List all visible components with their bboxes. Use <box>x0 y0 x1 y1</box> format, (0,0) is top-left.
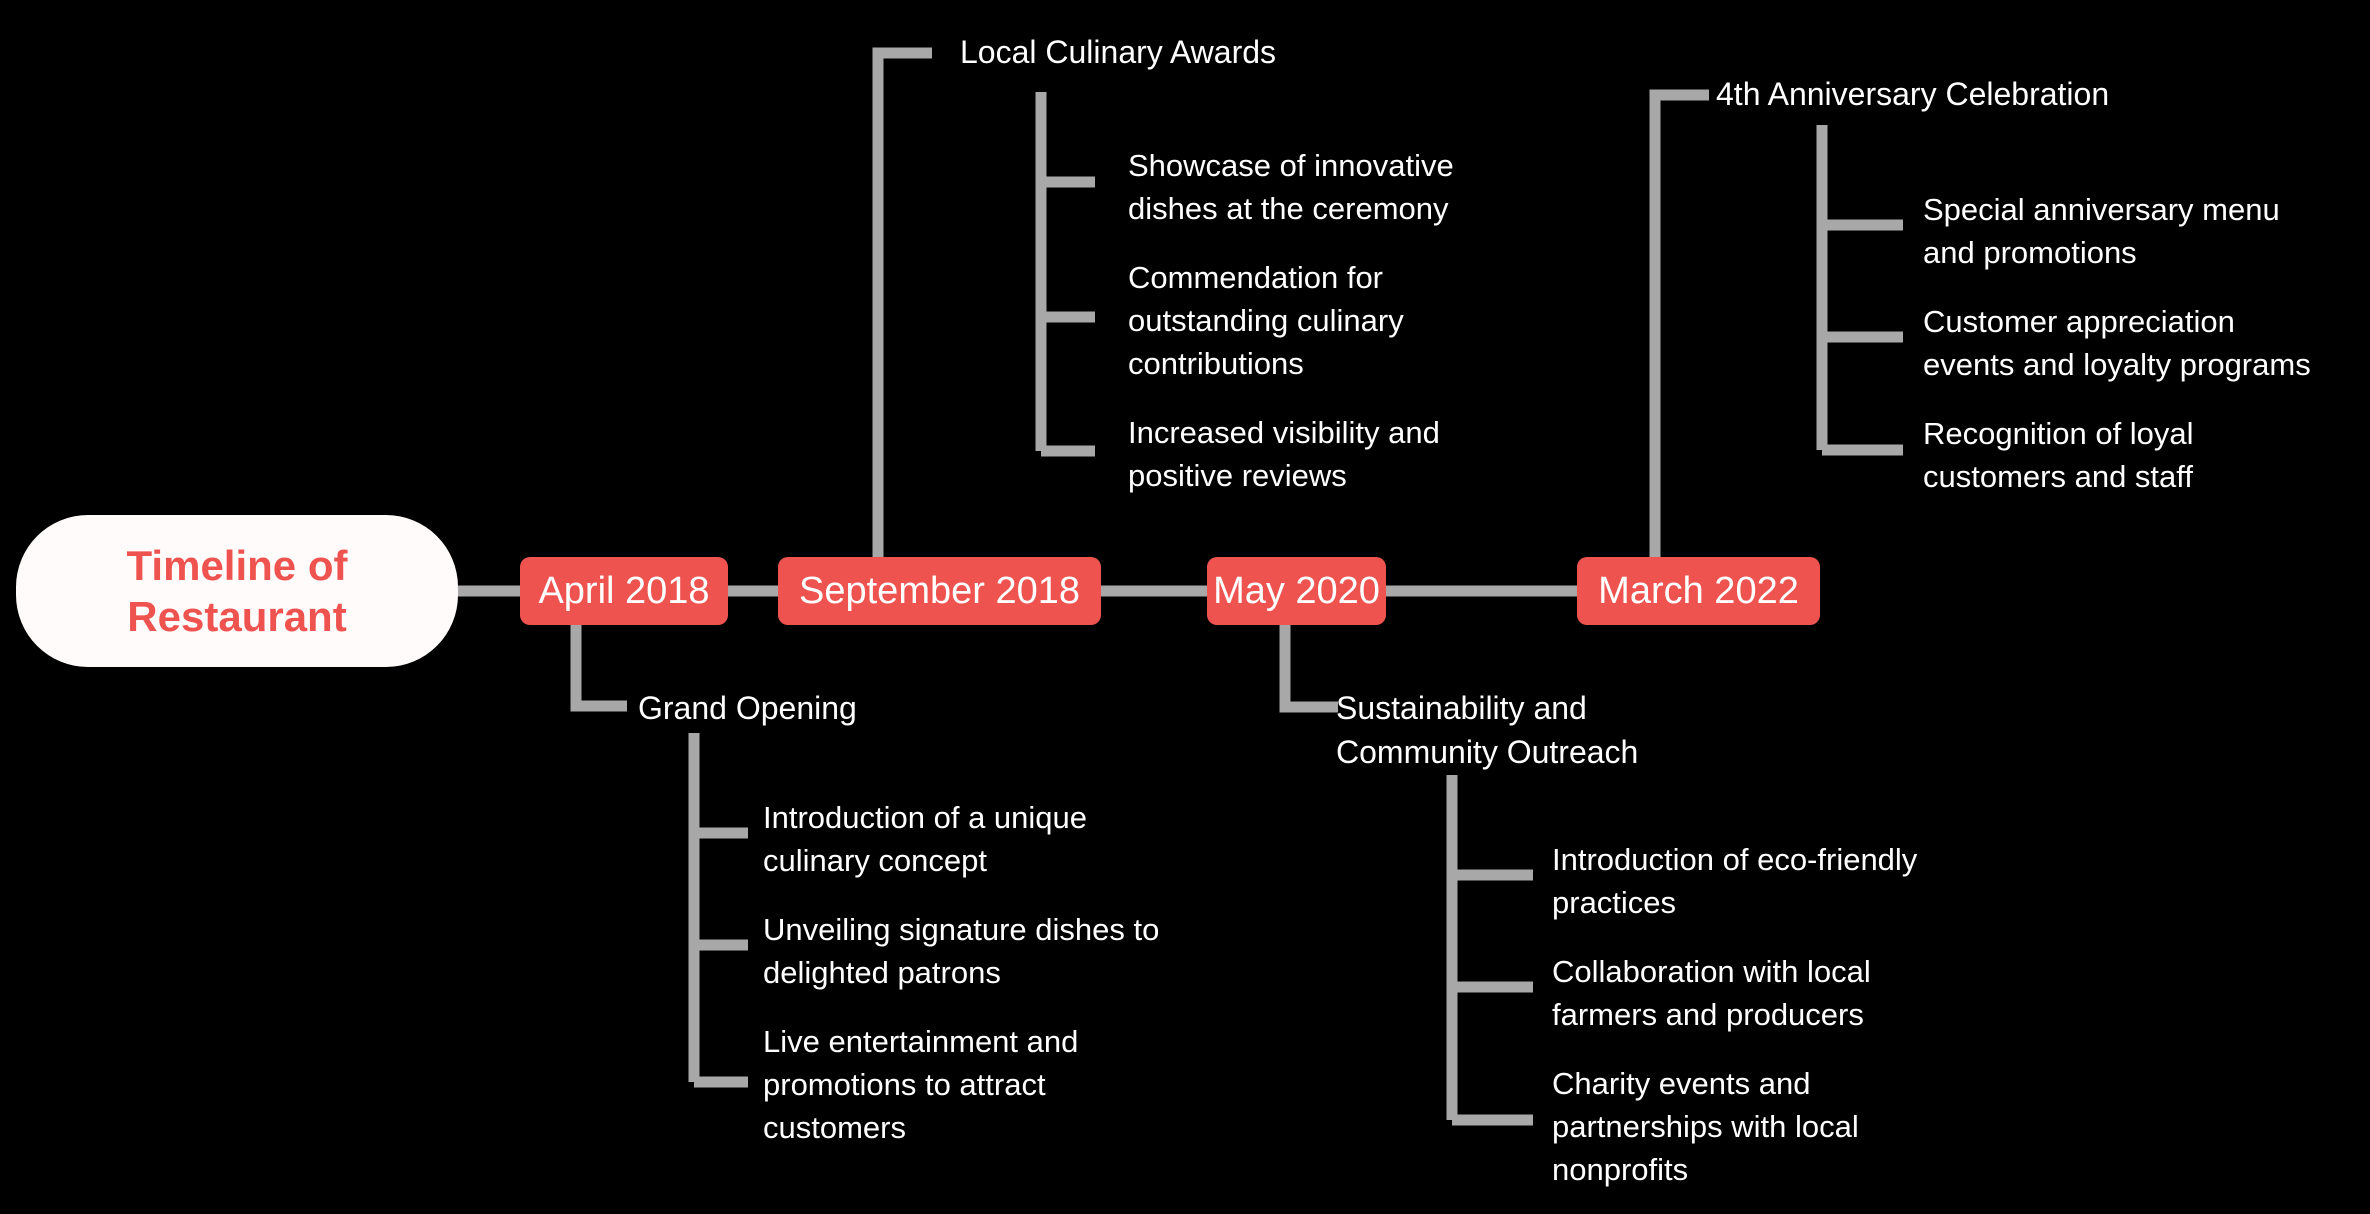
event-label-grand-opening: Grand Opening <box>638 690 857 726</box>
detail-label-culinary-awards-2: Commendation for outstanding culinary co… <box>1128 260 1404 381</box>
detail-label-culinary-awards-1: Showcase of innovative dishes at the cer… <box>1128 148 1454 226</box>
event-label-4th-anniversary-celebration: 4th Anniversary Celebration <box>1716 76 2110 112</box>
wire-may2020-to-sustainability <box>1279 621 1338 713</box>
detail-label-sustainability-3: Charity events and partnerships with loc… <box>1552 1066 1859 1187</box>
detail-label-sustainability-2: Collaboration with local farmers and pro… <box>1552 954 1871 1032</box>
wire-september2018-to-culinary-awards <box>872 47 932 561</box>
detail-label-sustainability-1: Introduction of eco-friendly practices <box>1552 842 1918 920</box>
event-label-sustainability-community-outreach: Sustainability and Community Outreach <box>1336 690 1639 771</box>
detail-label-anniversary-1: Special anniversary menu and promotions <box>1923 192 2280 270</box>
detail-label-anniversary-3: Recognition of loyal customers and staff <box>1923 416 2194 494</box>
detail-label-culinary-awards-3: Increased visibility and positive review… <box>1128 415 1440 493</box>
milestone-node-april-2018[interactable]: April 2018 <box>520 557 728 625</box>
root-node[interactable]: Timeline of Restaurant <box>16 515 458 667</box>
detail-label-grand-opening-1: Introduction of a unique culinary concep… <box>763 800 1088 878</box>
milestone-node-may-2020[interactable]: May 2020 <box>1207 557 1386 625</box>
wire-march2022-to-anniversary <box>1649 89 1709 561</box>
detail-label-grand-opening-2: Unveiling signature dishes to delighted … <box>763 912 1160 990</box>
event-label-local-culinary-awards: Local Culinary Awards <box>960 34 1277 70</box>
detail-label-anniversary-2: Customer appreciation events and loyalty… <box>1923 304 2311 382</box>
milestone-node-september-2018[interactable]: September 2018 <box>778 557 1101 625</box>
wire-april2018-to-grand-opening <box>570 621 627 712</box>
milestone-node-march-2022[interactable]: March 2022 <box>1577 557 1820 625</box>
detail-label-grand-opening-3: Live entertainment and promotions to att… <box>763 1024 1079 1145</box>
